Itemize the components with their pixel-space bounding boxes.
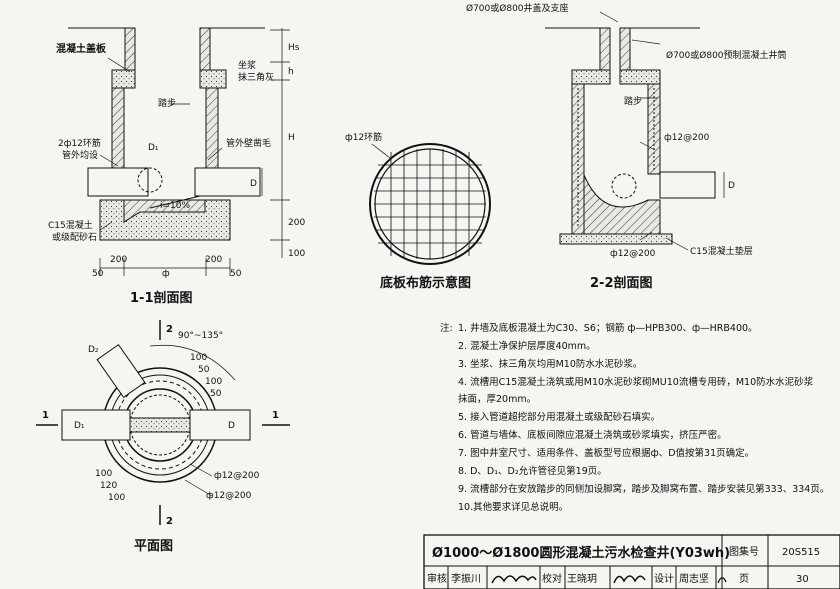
label-wall-rough: 管外壁凿毛 bbox=[226, 137, 271, 149]
tb-page-label: 页 bbox=[739, 573, 749, 585]
dim-100-right: 100 bbox=[288, 249, 305, 259]
label-pipe-coat: 管外均设 bbox=[62, 149, 98, 161]
label-step-2: 踏步 bbox=[624, 95, 642, 107]
bottom-rebar-diagram bbox=[369, 143, 491, 265]
note-4: 4. 流槽用C15混凝土浇筑或用M10水泥砂浆砌MU10流槽专用砖，M10防水水… bbox=[458, 376, 814, 388]
label-cover-seat: Ø700或Ø800井盖及支座 bbox=[466, 2, 569, 14]
signature-3 bbox=[717, 577, 727, 584]
note-4b: 抹面，厚20mm。 bbox=[458, 393, 536, 405]
label-ring-bar-left: ф12环筋 bbox=[345, 131, 382, 143]
tb-check: 校对 bbox=[542, 572, 562, 585]
plan-dim-100d: 100 bbox=[108, 493, 125, 503]
label-slope: i=10% bbox=[160, 201, 190, 211]
plan-dim-50b: 50 bbox=[210, 389, 222, 399]
tb-page-no: 30 bbox=[796, 574, 809, 585]
dim-50-right: 50 bbox=[230, 269, 242, 279]
plan-dim-50a: 50 bbox=[198, 365, 210, 375]
signature-1 bbox=[491, 575, 537, 584]
dim-H: H bbox=[288, 133, 295, 143]
plan-bar-1: ф12@200 bbox=[214, 471, 260, 481]
label-plaster: 抹三角灰 bbox=[238, 71, 274, 83]
tb-design: 设计 bbox=[654, 572, 674, 585]
dim-D: D bbox=[250, 179, 257, 189]
label-step-1: 踏步 bbox=[158, 97, 176, 109]
label-mortar: 坐浆 bbox=[238, 59, 256, 71]
plan-dim-100b: 100 bbox=[205, 377, 222, 387]
plan-bar-2: ф12@200 bbox=[206, 491, 252, 501]
plan-dim-120: 120 bbox=[100, 481, 117, 491]
plan-dim-100c: 100 bbox=[95, 469, 112, 479]
dim-hs: Hs bbox=[288, 43, 300, 53]
label-c15-pad: C15混凝土垫层 bbox=[690, 245, 753, 257]
dim-200-right: 200 bbox=[288, 218, 305, 228]
label-c15-base: C15混凝土 bbox=[48, 219, 93, 231]
plan-sec-1-left: 1 bbox=[42, 410, 49, 421]
label-gravel: 或级配砂石 bbox=[52, 231, 97, 243]
note-7: 7. 图中井室尺寸、适用条件、盖板型号应根据ф、D值按第31页确定。 bbox=[458, 447, 754, 459]
label-bar-spacing-2: ф12@200 bbox=[610, 249, 656, 259]
tb-reviewer: 李振川 bbox=[451, 572, 481, 585]
section-2-2 bbox=[545, 11, 725, 251]
note-3: 3. 坐浆、抹三角灰均用M10防水水泥砂浆。 bbox=[458, 358, 642, 370]
plan-sec-1-right: 1 bbox=[272, 410, 279, 421]
tb-checker: 王晓玥 bbox=[567, 573, 597, 585]
dim-200-left: 200 bbox=[110, 255, 127, 265]
dim-D1: D₁ bbox=[148, 143, 159, 153]
plan-D1: D₁ bbox=[74, 421, 85, 431]
tb-atlas-no: 20S515 bbox=[782, 547, 820, 558]
dim-h: h bbox=[288, 67, 294, 77]
label-concrete-cover: 混凝土盖板 bbox=[56, 42, 107, 55]
note-9: 9. 流槽部分在安放踏步的同侧加设脚窝，踏步及脚窝布置、踏步安装见第333、33… bbox=[458, 483, 829, 495]
title-bottom-rebar: 底板布筋示意图 bbox=[380, 275, 471, 291]
plan-D: D bbox=[228, 421, 235, 431]
title-section-2-2: 2-2剖面图 bbox=[590, 275, 653, 291]
dim-D-2-2: D bbox=[728, 181, 735, 191]
note-8: 8. D、D₁、D₂允许管径见第19页。 bbox=[458, 465, 607, 477]
plan-sec-2-bottom: 2 bbox=[166, 516, 173, 527]
dim-50: 50 bbox=[92, 269, 104, 279]
plan-angle: 90°~135° bbox=[178, 331, 223, 341]
plan-sec-2-top: 2 bbox=[166, 324, 173, 335]
plan-view bbox=[36, 320, 290, 525]
plan-dim-100a: 100 bbox=[190, 353, 207, 363]
note-1: 1. 井墙及底板混凝土为C30、S6；钢筋 ф—HPB300、ф—HRB400。 bbox=[458, 322, 758, 334]
tb-review: 审核 bbox=[427, 572, 447, 585]
label-ring-bar: 2ф12环筋 bbox=[58, 137, 101, 149]
tb-atlas-label: 图集号 bbox=[729, 545, 759, 558]
signature-2 bbox=[613, 575, 646, 584]
notes-head: 注: bbox=[440, 322, 453, 334]
plan-D2: D₂ bbox=[88, 345, 99, 355]
label-bar-spacing-1: ф12@200 bbox=[664, 133, 710, 143]
title-plan: 平面图 bbox=[134, 539, 173, 554]
label-precast-shaft: Ø700或Ø800预制混凝土井筒 bbox=[666, 49, 787, 61]
note-6: 6. 管道与墙体、底板间隙应混凝土浇筑或砂浆填实，挤压严密。 bbox=[458, 429, 727, 441]
tb-title: Ø1000～Ø1800圆形混凝土污水检查井(Y03wh) bbox=[432, 545, 730, 561]
section-1-1 bbox=[68, 27, 290, 276]
note-2: 2. 混凝土净保护层厚度40mm。 bbox=[458, 340, 596, 352]
note-5: 5. 接入管道超挖部分用混凝土或级配砂石填实。 bbox=[458, 411, 660, 423]
title-block bbox=[423, 534, 840, 589]
tb-designer: 周志坚 bbox=[679, 572, 709, 585]
note-10: 10.其他要求详见总说明。 bbox=[458, 501, 568, 513]
title-section-1-1: 1-1剖面图 bbox=[130, 290, 193, 306]
dim-200-mid: 200 bbox=[205, 255, 222, 265]
dim-phi: ф bbox=[162, 269, 170, 279]
